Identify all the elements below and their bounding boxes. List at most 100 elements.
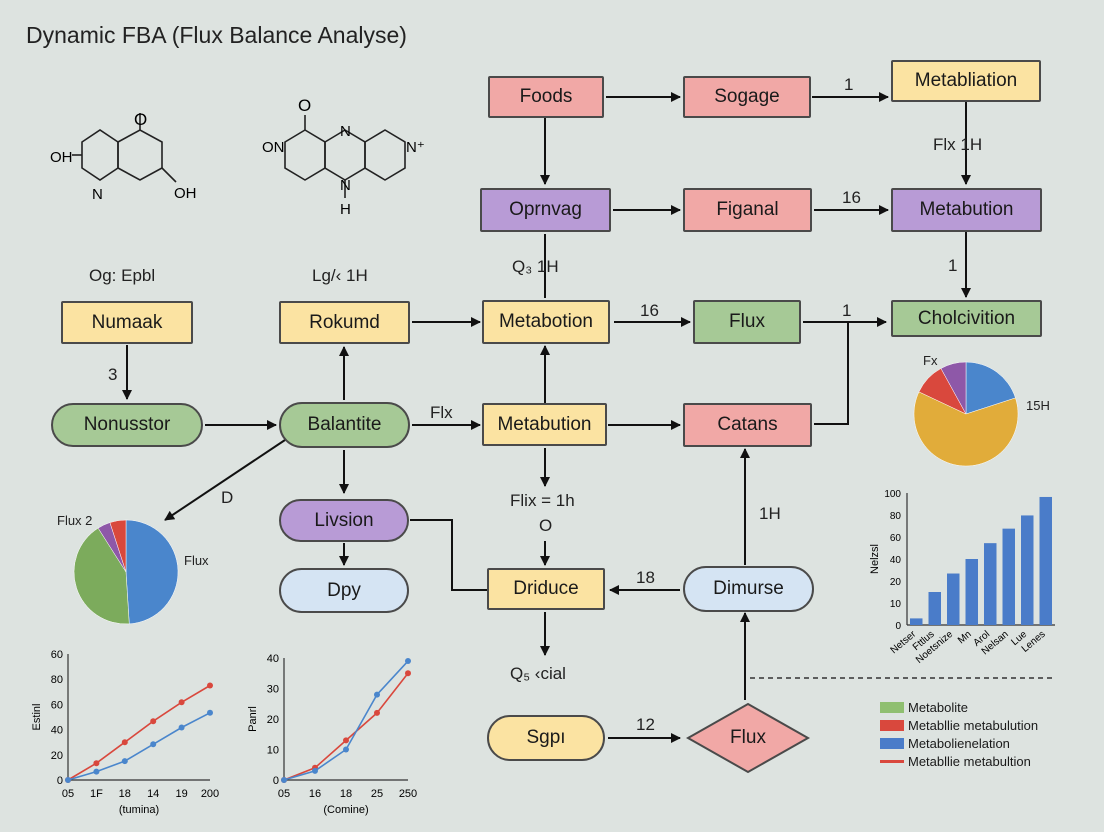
y-tick-label: 60 (890, 533, 902, 544)
y-tick-label: 40 (267, 653, 279, 665)
data-point (178, 724, 185, 731)
node-metabution-right[interactable]: Metabution (891, 188, 1042, 232)
pie-left-label-a: Flux 2 (57, 513, 93, 528)
edge-label-12: 12 (636, 715, 655, 734)
node-flux[interactable]: Flux (693, 300, 801, 344)
node-sogage[interactable]: Sogage (683, 76, 811, 118)
y-tick-label: 40 (890, 555, 902, 566)
data-point (207, 682, 213, 689)
y-tick-label: 20 (267, 714, 279, 726)
mol-left-n: N (92, 186, 103, 203)
node-foods[interactable]: Foods (488, 76, 604, 118)
data-point (121, 758, 128, 765)
mol-right-nplus: N⁺ (406, 139, 425, 156)
node-numaak[interactable]: Numaak (61, 301, 193, 344)
edge-label-flix-eq: Flix = 1h (510, 491, 575, 510)
pie-chart-left (73, 519, 179, 625)
data-point (281, 777, 287, 783)
node-flux-diamond[interactable]: Flux (730, 727, 766, 748)
y-axis-label: Estinl (31, 704, 43, 731)
node-metabotion[interactable]: Metabotion (482, 300, 610, 344)
edge-label-1c: 1 (842, 301, 852, 320)
y-tick-label: 80 (890, 511, 902, 522)
data-point (343, 746, 349, 753)
y-tick-label: 80 (51, 674, 63, 686)
bar (910, 618, 923, 625)
bar (984, 543, 997, 625)
pie-slice-0 (965, 361, 1016, 415)
data-point (405, 658, 411, 665)
mol-left-o: O (134, 110, 147, 129)
legend-item-metabllie-line: Metabllie metabultion (880, 754, 1031, 769)
legend-label: Metabllie metabulution (908, 718, 1039, 733)
legend-line-swatch (880, 760, 904, 763)
x-tick-label: 25 (371, 788, 383, 800)
node-cholcivition[interactable]: Cholcivition (891, 300, 1042, 337)
node-figanal[interactable]: Figanal (683, 188, 812, 232)
y-tick-label: 10 (890, 599, 902, 610)
data-point (150, 718, 157, 725)
legend-swatch (880, 738, 904, 749)
y-tick-label: 20 (51, 750, 63, 762)
y-tick-label: 60 (51, 649, 63, 661)
data-point (121, 739, 128, 746)
edge-label-1h: 1H (759, 504, 781, 523)
edge-livsion-driduce (410, 519, 487, 591)
pie-slice-0 (125, 519, 179, 625)
edge-label-1a: 1 (844, 75, 854, 94)
edge-label-3: 3 (108, 365, 118, 384)
node-driduce[interactable]: Driduce (487, 568, 605, 610)
legend-item-metabllie: Metabllie metabulution (880, 718, 1038, 733)
node-rokumd[interactable]: Rokumd (279, 301, 410, 344)
label-lg-1h: Lg/‹ 1H (312, 266, 368, 285)
node-sgpi[interactable]: Sgpı (487, 715, 605, 761)
node-oprnvag[interactable]: Oprnvag (480, 188, 611, 232)
mol-right-o: O (298, 96, 311, 115)
x-tick-label: 05 (62, 788, 74, 800)
pie-right-label-b: 15H (1026, 398, 1050, 413)
node-dpy[interactable]: Dpy (279, 568, 409, 613)
edge-label-18: 18 (636, 568, 655, 587)
data-point (343, 737, 349, 744)
y-tick-label: 0 (273, 775, 279, 787)
y-tick-label: 30 (267, 684, 279, 696)
node-balantite[interactable]: Balantite (279, 402, 410, 448)
bar (947, 573, 960, 625)
legend-item-metabolite: Metabolite (880, 700, 968, 715)
molecule-left-structure (72, 113, 177, 183)
mol-left-oh2: OH (174, 185, 197, 202)
edge-label-flx-1h: Flx 1H (933, 135, 983, 154)
edge-label-1b: 1 (948, 256, 958, 275)
y-axis-label: Panrl (247, 706, 259, 732)
legend-label: Metabolienelation (908, 736, 1010, 751)
edge-label-o: O (539, 516, 553, 535)
y-axis-label: Nelzsl (869, 544, 881, 574)
node-catans[interactable]: Catans (683, 403, 812, 447)
node-metabliation[interactable]: Metabliation (891, 60, 1041, 102)
node-flux-diamond-shape[interactable] (685, 702, 811, 774)
node-nonusstor[interactable]: Nonusstor (51, 403, 203, 447)
x-tick-label: 250 (399, 788, 417, 800)
y-tick-label: 100 (884, 489, 901, 500)
data-point (374, 691, 380, 698)
edge-catans-cholcivition (814, 322, 849, 425)
series-line-0 (67, 684, 211, 781)
bar (1039, 496, 1052, 625)
legend-label: Metabllie metabultion (908, 754, 1031, 769)
node-dimurse[interactable]: Dimurse (683, 566, 814, 612)
pie-right-label-a: Fx (923, 353, 938, 368)
node-metabution-center[interactable]: Metabution (482, 403, 607, 446)
mol-right-on: ON (262, 139, 285, 156)
legend-swatch (880, 702, 904, 713)
bar-chart: 01020406080100NelzslNetserFttlusNoetsniz… (869, 489, 1055, 666)
pie-left-label-b: Flux (184, 553, 209, 568)
pie-slice-1 (73, 527, 130, 625)
edges (122, 92, 971, 743)
x-tick-label: 16 (309, 788, 321, 800)
series-line-1 (283, 660, 409, 781)
pie-slice-3 (940, 361, 967, 415)
node-livsion[interactable]: Livsion (279, 499, 409, 542)
y-tick-label: 0 (57, 775, 63, 787)
data-point (374, 709, 380, 716)
